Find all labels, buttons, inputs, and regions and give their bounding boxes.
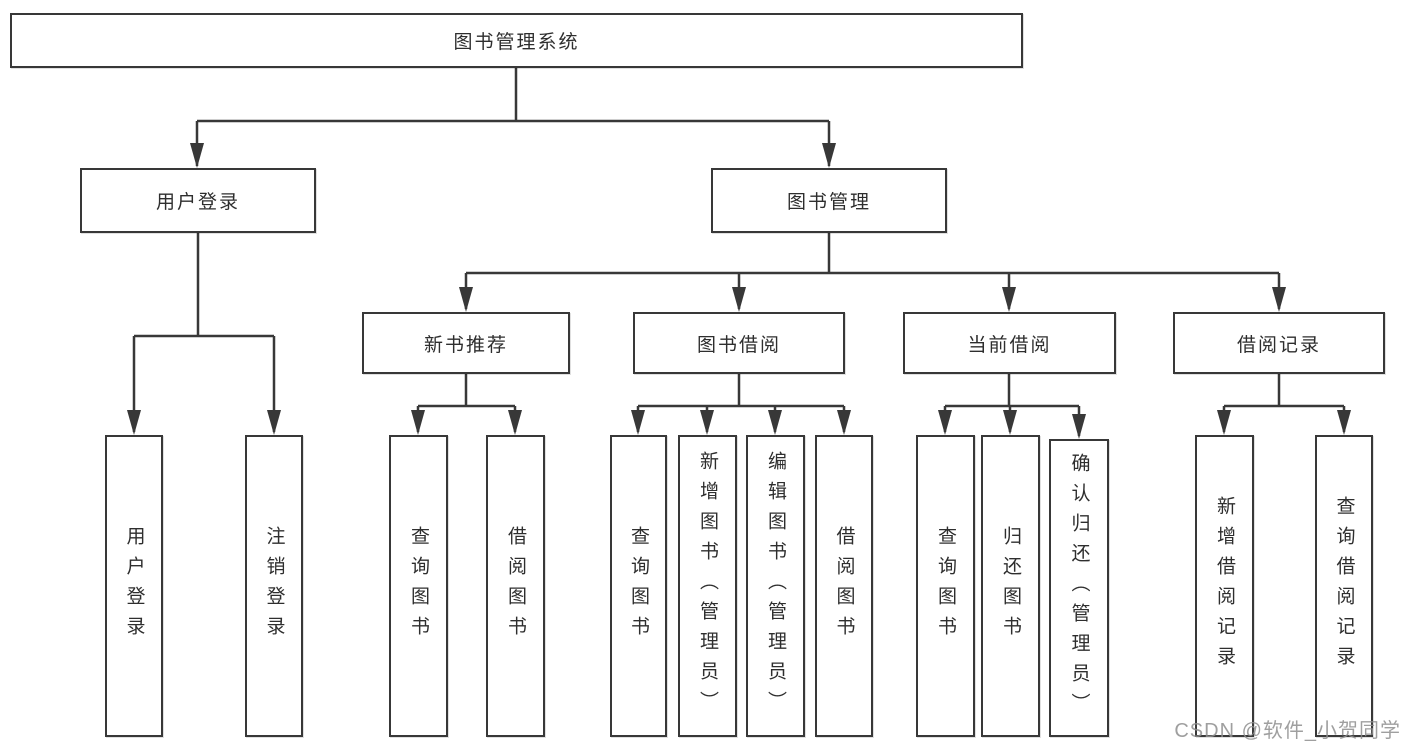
leaf-current-confirm-return-admin: 确认归还（管理员） <box>1049 439 1109 737</box>
node-borrow-record-label: 借阅记录 <box>1236 334 1321 356</box>
leaf-current-return-books-label: 归还图书 <box>1000 526 1021 646</box>
node-book-borrow-label: 图书借阅 <box>696 334 781 356</box>
arrow-down-icon <box>459 287 473 312</box>
arrow-down-icon <box>822 143 836 168</box>
arrow-down-icon <box>1272 287 1286 312</box>
leaf-current-return-books: 归还图书 <box>981 435 1040 737</box>
leaf-newbook-query-books-label: 查询图书 <box>408 526 429 646</box>
node-user-login-label: 用户登录 <box>155 192 240 213</box>
leaf-borrow-add-books-admin: 新增图书（管理员） <box>678 435 737 737</box>
leaf-record-add-borrow-record: 新增借阅记录 <box>1195 435 1254 737</box>
arrow-down-icon <box>1217 410 1231 435</box>
arrow-down-icon <box>1002 287 1016 312</box>
leaf-newbook-query-books: 查询图书 <box>389 435 448 737</box>
arrow-down-icon <box>508 410 522 435</box>
leaf-logout: 注销登录 <box>245 435 303 737</box>
node-current-borrow-label: 当前借阅 <box>967 334 1052 356</box>
arrow-down-icon <box>267 410 281 435</box>
leaf-record-add-borrow-record-label: 新增借阅记录 <box>1214 496 1235 676</box>
node-book-management: 图书管理 <box>711 168 947 233</box>
leaf-user-login: 用户登录 <box>105 435 163 737</box>
node-current-borrow: 当前借阅 <box>903 312 1116 374</box>
leaf-newbook-borrow-books-label: 借阅图书 <box>505 526 526 646</box>
node-book-management-label: 图书管理 <box>786 192 871 213</box>
leaf-user-login-label: 用户登录 <box>123 526 145 646</box>
leaf-borrow-edit-books-admin: 编辑图书（管理员） <box>746 435 805 737</box>
node-borrow-record: 借阅记录 <box>1173 312 1385 374</box>
arrow-down-icon <box>768 410 782 435</box>
leaf-borrow-borrow-books: 借阅图书 <box>815 435 873 737</box>
arrow-down-icon <box>1337 410 1351 435</box>
leaf-current-confirm-return-admin-label: 确认归还（管理员） <box>1068 453 1090 723</box>
node-user-login: 用户登录 <box>80 168 316 233</box>
node-book-borrow: 图书借阅 <box>633 312 845 374</box>
leaf-current-query-books: 查询图书 <box>916 435 975 737</box>
arrow-down-icon <box>700 410 714 435</box>
node-new-book-recommend: 新书推荐 <box>362 312 570 374</box>
csdn-watermark: CSDN @软件_小贺同学 <box>1174 720 1401 742</box>
arrow-down-icon <box>631 410 645 435</box>
arrow-down-icon <box>1003 410 1017 435</box>
leaf-record-query-borrow-record-label: 查询借阅记录 <box>1333 496 1355 676</box>
leaf-borrow-edit-books-admin-label: 编辑图书（管理员） <box>765 451 786 721</box>
arrow-down-icon <box>1072 414 1086 439</box>
arrow-down-icon <box>938 410 952 435</box>
node-root-label: 图书管理系统 <box>453 32 580 53</box>
leaf-borrow-add-books-admin-label: 新增图书（管理员） <box>697 451 718 721</box>
leaf-newbook-borrow-books: 借阅图书 <box>486 435 545 737</box>
leaf-current-query-books-label: 查询图书 <box>935 526 956 646</box>
arrow-down-icon <box>190 143 204 168</box>
leaf-logout-label: 注销登录 <box>263 526 285 646</box>
arrow-down-icon <box>837 410 851 435</box>
leaf-record-query-borrow-record: 查询借阅记录 <box>1315 435 1373 737</box>
connector-edges <box>132 68 1346 436</box>
leaf-borrow-query-books-label: 查询图书 <box>628 526 649 646</box>
leaf-borrow-borrow-books-label: 借阅图书 <box>833 526 855 646</box>
leaf-borrow-query-books: 查询图书 <box>610 435 667 737</box>
arrow-down-icon <box>732 287 746 312</box>
arrowhead-icons <box>127 143 1351 439</box>
node-root: 图书管理系统 <box>10 13 1023 68</box>
node-new-book-recommend-label: 新书推荐 <box>423 334 508 356</box>
arrow-down-icon <box>127 410 141 435</box>
arrow-down-icon <box>411 410 425 435</box>
